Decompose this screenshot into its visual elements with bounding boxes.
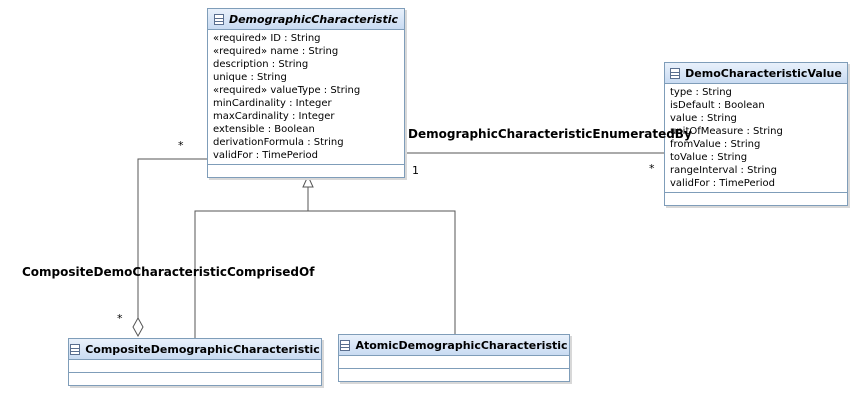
association-line-comprised-of[interactable] [137, 158, 207, 318]
class-composite-demographic-characteristic[interactable]: CompositeDemographicCharacteristic [68, 338, 322, 386]
association-label-enumerated-by[interactable]: DemographicCharacteristicEnumeratedBy [408, 127, 692, 141]
multiplicity-target: * [649, 162, 655, 175]
class-icon [670, 67, 681, 79]
attribute-list: type : String isDefault : Boolean value … [665, 84, 847, 192]
attribute[interactable]: derivationFormula : String [213, 137, 344, 148]
class-icon [213, 13, 224, 25]
attributes-compartment [69, 360, 321, 372]
multiplicity-whole: * [117, 312, 123, 325]
operations-compartment [69, 372, 321, 385]
attribute[interactable]: «required» valueType : String [213, 85, 361, 96]
attribute[interactable]: unique : String [213, 72, 287, 83]
generalization-arrow-icon [302, 174, 314, 188]
attribute-list: «required» ID : String «required» name :… [208, 30, 404, 164]
class-header: DemoCharacteristicValue [665, 63, 847, 84]
multiplicity-part: * [178, 139, 184, 152]
attribute[interactable]: unitOfMeasure : String [670, 126, 783, 137]
attribute[interactable]: value : String [670, 113, 737, 124]
multiplicity-source: 1 [412, 164, 419, 177]
operations-compartment [339, 368, 569, 381]
attribute[interactable]: «required» ID : String [213, 33, 321, 44]
composition-diamond-icon [132, 316, 144, 338]
attribute[interactable]: description : String [213, 59, 309, 70]
class-demographic-characteristic[interactable]: DemographicCharacteristic «required» ID … [207, 8, 405, 178]
operations-compartment [665, 192, 847, 205]
class-name: DemoCharacteristicValue [685, 66, 842, 80]
class-header: CompositeDemographicCharacteristic [69, 339, 321, 360]
generalization-line-composite[interactable] [194, 210, 308, 338]
attribute[interactable]: isDefault : Boolean [670, 100, 765, 111]
attribute[interactable]: toValue : String [670, 152, 748, 163]
attribute[interactable]: extensible : Boolean [213, 124, 315, 135]
class-demo-characteristic-value[interactable]: DemoCharacteristicValue type : String is… [664, 62, 848, 206]
attribute[interactable]: «required» name : String [213, 46, 339, 57]
attribute[interactable]: maxCardinality : Integer [213, 111, 335, 122]
generalization-line-atomic[interactable] [308, 210, 456, 334]
class-name: DemographicCharacteristic [228, 12, 399, 26]
class-name: AtomicDemographicCharacteristic [355, 338, 568, 352]
attribute[interactable]: validFor : TimePeriod [670, 178, 775, 189]
class-header: DemographicCharacteristic [208, 9, 404, 30]
class-icon [340, 339, 351, 351]
class-header: AtomicDemographicCharacteristic [339, 335, 569, 356]
attributes-compartment [339, 356, 569, 368]
class-icon [70, 343, 81, 355]
class-name: CompositeDemographicCharacteristic [85, 342, 320, 356]
attribute[interactable]: rangeInterval : String [670, 165, 777, 176]
operations-compartment [208, 164, 404, 177]
association-label-comprised-of[interactable]: CompositeDemoCharacteristicComprisedOf [22, 265, 315, 279]
class-atomic-demographic-characteristic[interactable]: AtomicDemographicCharacteristic [338, 334, 570, 382]
attribute[interactable]: minCardinality : Integer [213, 98, 332, 109]
attribute[interactable]: validFor : TimePeriod [213, 150, 318, 161]
attribute[interactable]: type : String [670, 87, 732, 98]
attribute[interactable]: fromValue : String [670, 139, 761, 150]
